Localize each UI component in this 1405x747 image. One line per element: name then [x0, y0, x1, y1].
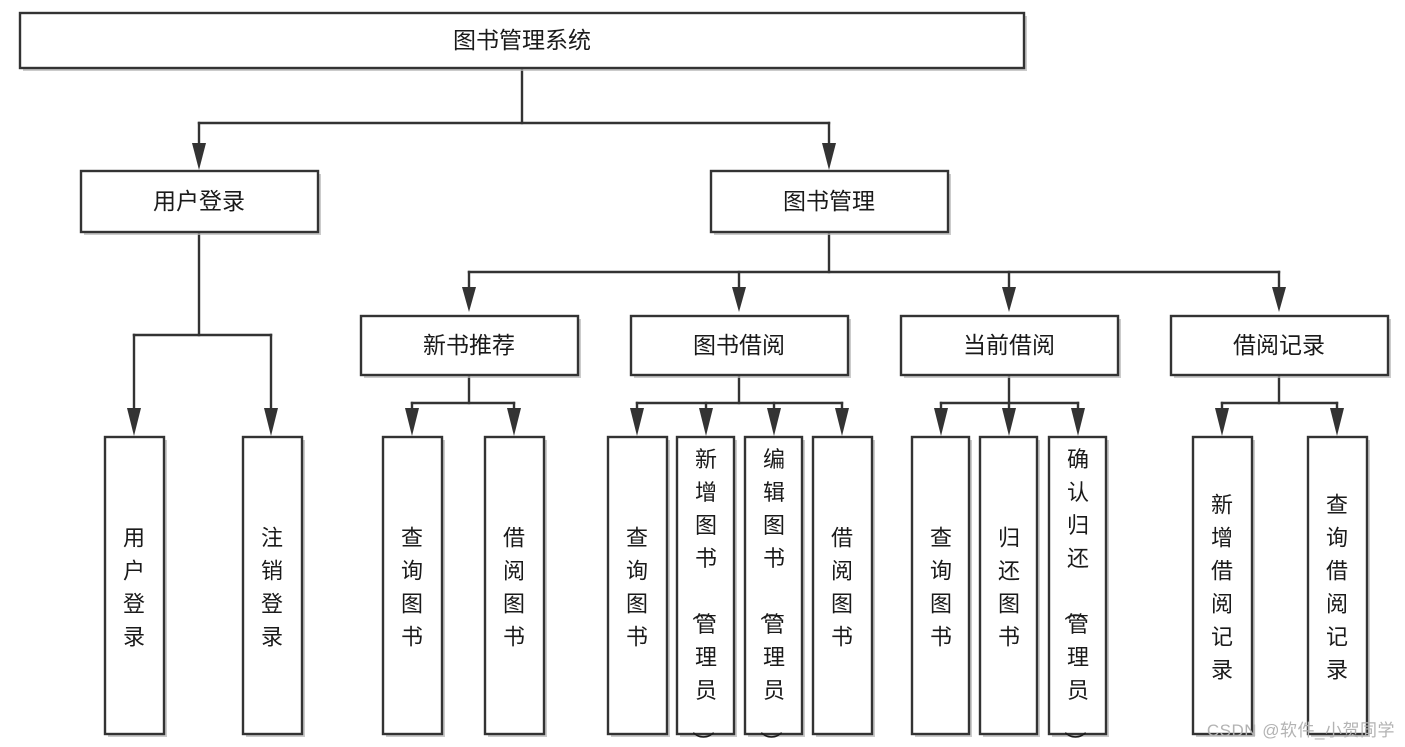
node-current-borrow-label: 当前借阅 [963, 332, 1055, 358]
node-new-book-recommend-label: 新书推荐 [423, 332, 515, 358]
arrow-head-icon [405, 408, 419, 436]
leaf-add-book-box [675, 435, 736, 736]
arrow-head-icon [1071, 408, 1085, 436]
leaf-query-book-new-box [381, 435, 444, 736]
leaf-add-borrow-record[interactable]: 新增借阅记录 [1191, 435, 1255, 737]
leaf-edit-book[interactable]: 编辑图书（管理员） [743, 435, 805, 747]
node-book-management-label: 图书管理 [783, 188, 875, 214]
leaf-confirm-return-box [1047, 435, 1108, 736]
edge-group-root [192, 66, 836, 170]
leaf-user-login-label: 用户登录 [123, 526, 145, 650]
leaf-query-borrow-record-label: 查询借阅记录 [1326, 493, 1348, 683]
leaf-borrow-book-new-label: 借阅图书 [503, 526, 525, 650]
edge-group-book-borrow [630, 373, 849, 436]
node-book-borrow-box [629, 314, 850, 377]
arrow-head-icon [264, 408, 278, 436]
arrow-head-icon [835, 408, 849, 436]
node-borrow-record-box [1169, 314, 1390, 377]
node-borrow-record[interactable]: 借阅记录 [1169, 314, 1391, 378]
leaf-borrow-book-box [811, 435, 874, 736]
leaf-query-book-new-label: 查询图书 [401, 526, 423, 650]
arrow-head-icon [630, 408, 644, 436]
leaf-query-book-borrow-label: 查询图书 [626, 526, 648, 650]
leaf-borrow-book-label: 借阅图书 [831, 526, 853, 650]
arrow-head-icon [732, 287, 746, 312]
node-book-management[interactable]: 图书管理 [709, 169, 951, 235]
leaf-return-book-box [978, 435, 1039, 736]
arrow-head-icon [699, 408, 713, 436]
edge-group-borrow-record [1215, 373, 1344, 436]
node-book-management-box [709, 169, 950, 234]
leaf-borrow-book[interactable]: 借阅图书 [811, 435, 875, 737]
edge-group-user-login [127, 230, 278, 436]
leaf-query-book-current-box [910, 435, 971, 736]
leaf-user-login-box [103, 435, 166, 736]
node-user-login-label: 用户登录 [153, 188, 245, 214]
leaf-query-book-new[interactable]: 查询图书 [381, 435, 445, 737]
arrow-head-icon [507, 408, 521, 436]
edge-group-book-mgmt [462, 230, 1286, 312]
leaf-query-borrow-record-box [1306, 435, 1369, 736]
leaf-borrow-book-new-box [483, 435, 546, 736]
arrow-head-icon [462, 287, 476, 312]
leaf-add-borrow-record-box [1191, 435, 1254, 736]
leaf-logout-box [241, 435, 304, 736]
arrow-head-icon [1002, 408, 1016, 436]
leaf-query-book-borrow-box [606, 435, 669, 736]
leaf-logout-label: 注销登录 [261, 526, 283, 650]
node-current-borrow[interactable]: 当前借阅 [899, 314, 1121, 378]
leaf-edit-book-label: 编辑图书（管理员） [758, 447, 785, 747]
leaf-query-borrow-record[interactable]: 查询借阅记录 [1306, 435, 1370, 737]
leaf-add-book[interactable]: 新增图书（管理员） [675, 435, 737, 747]
leaf-logout[interactable]: 注销登录 [241, 435, 305, 737]
edge-group-new-book [405, 373, 521, 436]
arrow-head-icon [934, 408, 948, 436]
leaf-query-book-current[interactable]: 查询图书 [910, 435, 972, 737]
node-root-box [18, 11, 1026, 70]
node-current-borrow-box [899, 314, 1120, 377]
edge-group-current-borrow [934, 373, 1085, 436]
leaf-add-borrow-record-label: 新增借阅记录 [1211, 493, 1233, 683]
node-borrow-record-label: 借阅记录 [1233, 332, 1325, 358]
arrow-head-icon [822, 143, 836, 170]
node-book-borrow-label: 图书借阅 [693, 332, 785, 358]
leaf-add-book-label: 新增图书（管理员） [690, 447, 717, 747]
arrow-head-icon [1215, 408, 1229, 436]
leaf-edit-book-box [743, 435, 804, 736]
node-book-borrow[interactable]: 图书借阅 [629, 314, 851, 378]
node-root-label: 图书管理系统 [453, 27, 591, 53]
node-user-login[interactable]: 用户登录 [79, 169, 321, 235]
node-root[interactable]: 图书管理系统 [18, 11, 1027, 71]
leaf-user-login[interactable]: 用户登录 [103, 435, 167, 737]
leaf-confirm-return-label: 确认归还（管理员） [1062, 447, 1089, 747]
arrow-head-icon [1002, 287, 1016, 312]
leaf-query-book-borrow[interactable]: 查询图书 [606, 435, 670, 737]
node-new-book-recommend-box [359, 314, 580, 377]
leaf-confirm-return[interactable]: 确认归还（管理员） [1047, 435, 1109, 747]
leaf-query-book-current-label: 查询图书 [930, 526, 952, 650]
leaf-return-book-label: 归还图书 [998, 526, 1020, 650]
leaf-return-book[interactable]: 归还图书 [978, 435, 1040, 737]
arrow-head-icon [192, 143, 206, 170]
arrow-head-icon [127, 408, 141, 436]
arrow-head-icon [767, 408, 781, 436]
node-new-book-recommend[interactable]: 新书推荐 [359, 314, 581, 378]
arrow-head-icon [1272, 287, 1286, 312]
leaf-borrow-book-new[interactable]: 借阅图书 [483, 435, 547, 737]
node-user-login-box [79, 169, 320, 234]
arrow-head-icon [1330, 408, 1344, 436]
